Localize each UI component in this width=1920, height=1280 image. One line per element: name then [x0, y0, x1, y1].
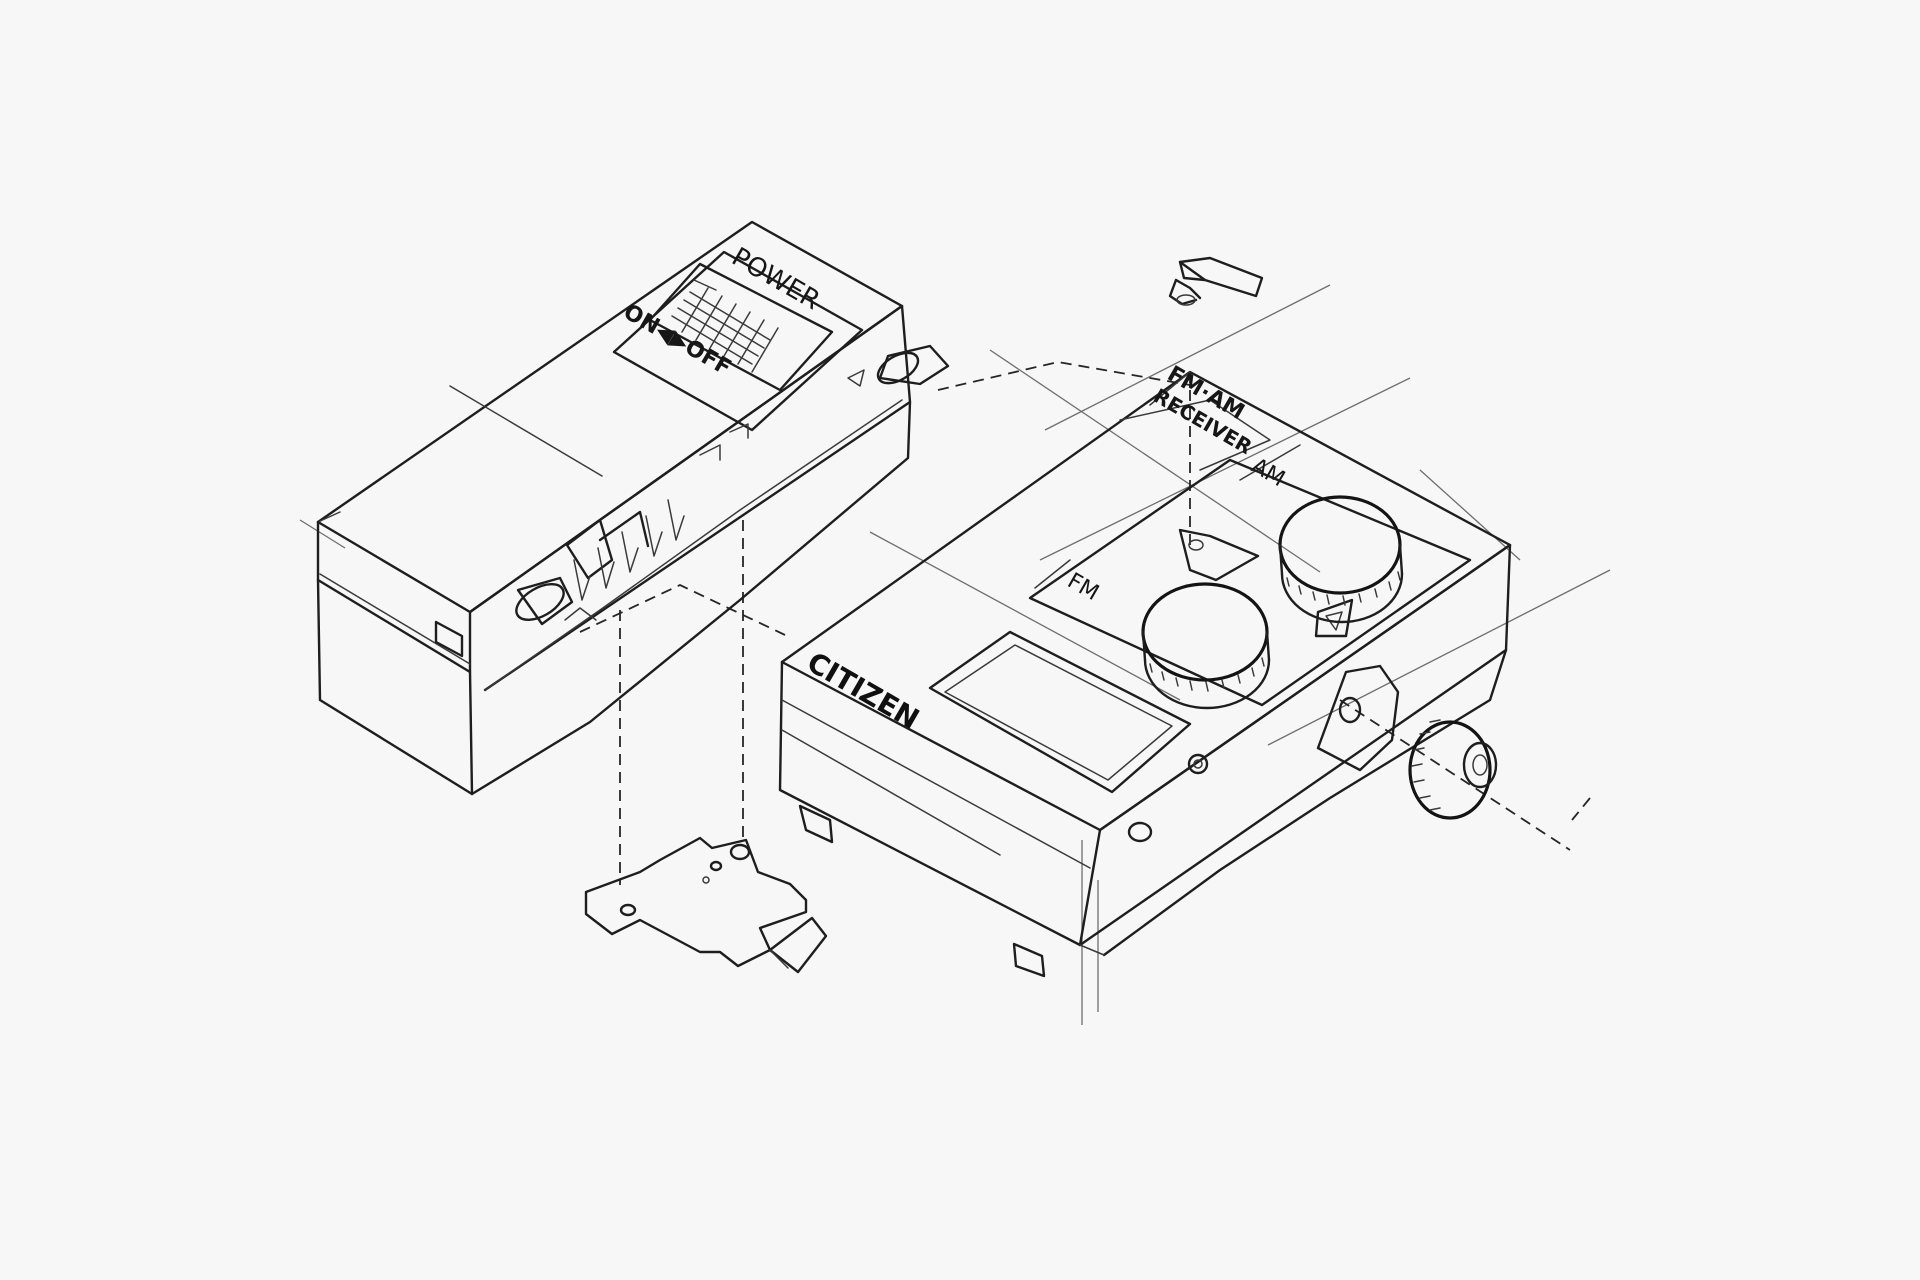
assembly-dashed-lines — [579, 361, 1591, 885]
side-knurled-knob — [1408, 719, 1498, 820]
battery-contacts — [564, 499, 685, 621]
tuning-lever-knob — [1168, 256, 1264, 306]
contact-plate — [584, 836, 828, 974]
locating-pin-left — [515, 576, 574, 626]
locating-pin-right — [847, 344, 950, 387]
display-window — [928, 630, 1192, 794]
am-tuning-dial — [1278, 495, 1404, 624]
side-mount-boss — [1316, 664, 1400, 772]
power-switch-grip — [671, 279, 779, 373]
fm-tuning-dial — [1141, 582, 1271, 710]
